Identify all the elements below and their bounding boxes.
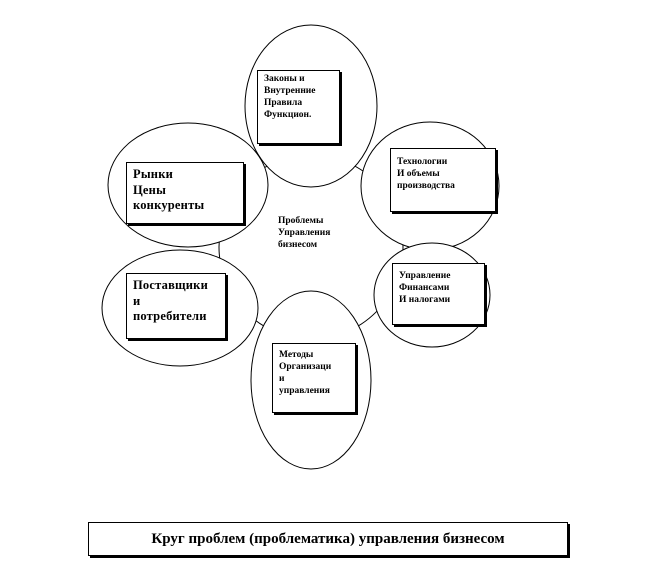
petal-line: И налогами — [399, 294, 451, 305]
petal-upper-right-box: Технологии И объемы производства — [390, 148, 496, 212]
petal-line: Внутренние — [264, 85, 316, 96]
petal-line: Управление — [399, 271, 451, 281]
petal-top-box: Законы и Внутренние Правила Функцион. — [257, 70, 340, 144]
center-box: Проблемы Управления бизнесом — [272, 213, 362, 273]
petal-line: потребители — [133, 309, 207, 324]
petal-line: Правила — [264, 97, 303, 108]
petal-bottom-box: Методы Организаци и управления — [272, 343, 356, 413]
petal-line: Рынки — [133, 167, 174, 181]
petal-line: Законы и — [264, 74, 305, 84]
petal-line: И объемы — [397, 168, 440, 179]
center-line: Проблемы — [278, 216, 324, 226]
petal-line: управления — [279, 385, 330, 396]
center-line: Управления — [278, 227, 331, 238]
petal-line: и — [279, 373, 285, 384]
petal-line: Технологии — [397, 157, 448, 167]
petal-line: Финансами — [399, 282, 450, 293]
petal-upper-left-box: Рынки Цены конкуренты — [126, 162, 244, 224]
petal-lower-left-box: Поставщики и потребители — [126, 273, 226, 339]
diagram-caption: Круг проблем (проблематика) управления б… — [88, 522, 568, 556]
petal-line: и — [133, 293, 141, 308]
petal-line: Методы — [279, 350, 314, 360]
center-line: бизнесом — [278, 239, 318, 250]
petal-line: Цены — [133, 182, 167, 197]
petal-line: Поставщики — [133, 278, 208, 292]
petal-lower-right-box: Управление Финансами И налогами — [392, 263, 485, 325]
petal-line: конкуренты — [133, 198, 205, 213]
petal-line: Организаци — [279, 361, 332, 372]
petal-line: производства — [397, 180, 455, 191]
petal-line: Функцион. — [264, 109, 312, 120]
